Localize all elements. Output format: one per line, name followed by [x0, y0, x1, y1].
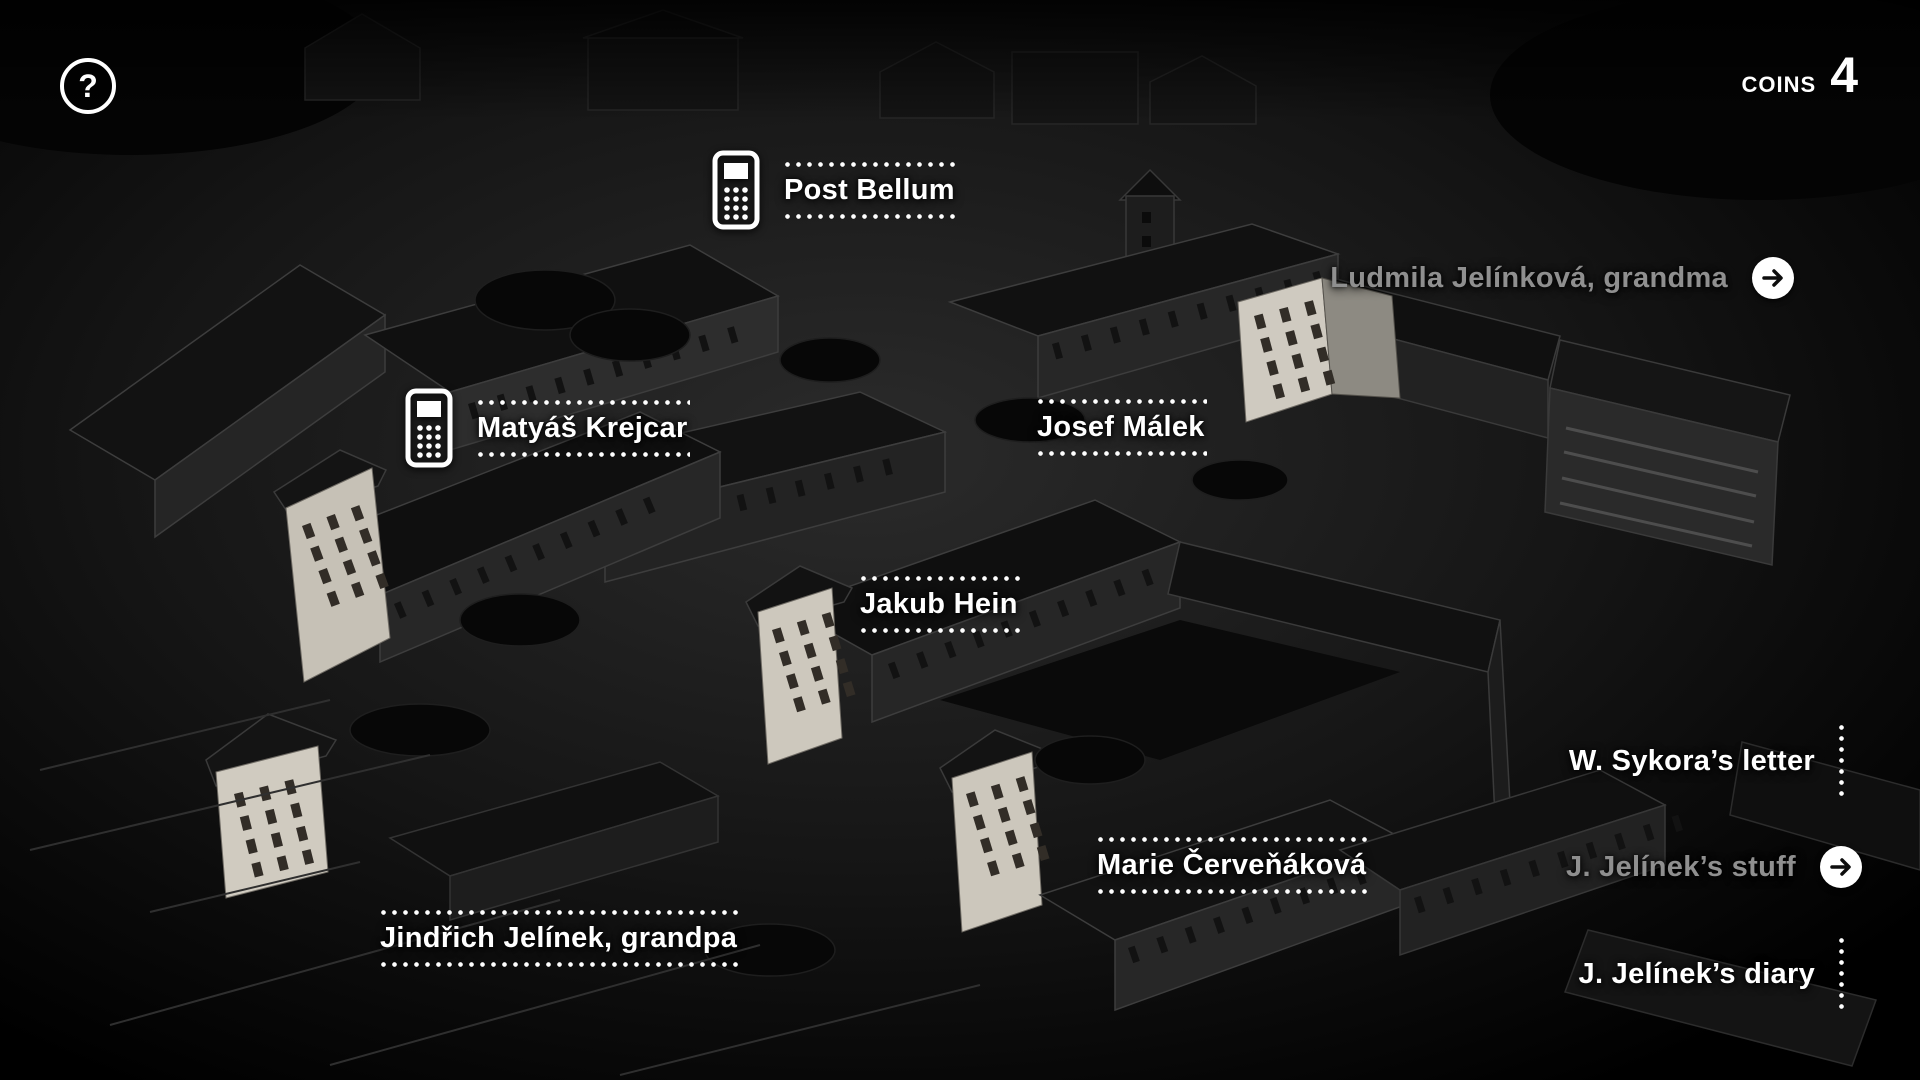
- dotted-line-bottom: [378, 962, 740, 967]
- hotspot-label: Post Bellum: [784, 173, 955, 206]
- side-item-ludmila-jelinkova[interactable]: Ludmila Jelínková, grandma: [1330, 257, 1794, 299]
- dotted-line-bottom: [782, 213, 957, 219]
- side-item-jelinek-diary[interactable]: J. Jelínek’s diary: [1579, 935, 1844, 1013]
- arrow-right-button[interactable]: [1752, 257, 1794, 299]
- dotted-line-top: [1095, 837, 1369, 842]
- map-hotspot-josef-malek[interactable]: Josef Málek: [1035, 399, 1207, 456]
- map-hotspot-jakub-hein[interactable]: Jakub Hein: [858, 576, 1020, 633]
- coins-display: COINS 4: [1742, 50, 1859, 100]
- help-button[interactable]: ?: [60, 58, 116, 114]
- side-item-label: J. Jelínek’s diary: [1578, 957, 1815, 990]
- side-item-label: Ludmila Jelínková, grandma: [1330, 261, 1728, 294]
- dotted-line-bottom: [475, 451, 690, 457]
- side-item-sykora-letter[interactable]: W. Sykora’s letter: [1569, 722, 1844, 800]
- dotted-line-top: [1035, 399, 1207, 404]
- map-hotspot-jindrich-jelinek[interactable]: Jindřich Jelínek, grandpa: [378, 910, 740, 967]
- dotted-line-top: [782, 161, 957, 167]
- map-hotspot-matyas-krejcar[interactable]: Matyáš Krejcar: [405, 388, 690, 468]
- side-item-jelinek-stuff[interactable]: J. Jelínek’s stuff: [1566, 846, 1862, 888]
- hotspot-label: Josef Málek: [1037, 411, 1205, 443]
- dotted-line-top: [858, 576, 1020, 581]
- hotspot-label: Matyáš Krejcar: [477, 411, 688, 444]
- dotted-line-top: [378, 910, 740, 915]
- dotted-line-top: [475, 399, 690, 405]
- coins-label: COINS: [1741, 72, 1817, 97]
- arrow-right-button[interactable]: [1820, 846, 1862, 888]
- map-hotspot-post-bellum[interactable]: Post Bellum: [712, 150, 957, 230]
- map-hotspot-marie-cervenakova[interactable]: Marie Červeňáková: [1095, 837, 1369, 894]
- dotted-line-bottom: [1095, 889, 1369, 894]
- trees: [474, 269, 1289, 501]
- side-item-label: J. Jelínek’s stuff: [1566, 850, 1796, 883]
- hotspot-label: Marie Červeňáková: [1097, 849, 1367, 881]
- mobile-phone-icon: [712, 150, 760, 230]
- coins-value: 4: [1830, 47, 1858, 103]
- dotted-line-bottom: [858, 628, 1020, 633]
- hotspot-label: Jindřich Jelínek, grandpa: [380, 922, 738, 954]
- dotted-marker: [1839, 722, 1844, 800]
- hotspot-label: Jakub Hein: [860, 588, 1018, 620]
- dotted-line-bottom: [1035, 451, 1207, 456]
- question-mark-icon: ?: [78, 68, 98, 104]
- dotted-marker: [1839, 935, 1844, 1013]
- mobile-phone-icon: [405, 388, 453, 468]
- side-item-label: W. Sykora’s letter: [1568, 744, 1815, 777]
